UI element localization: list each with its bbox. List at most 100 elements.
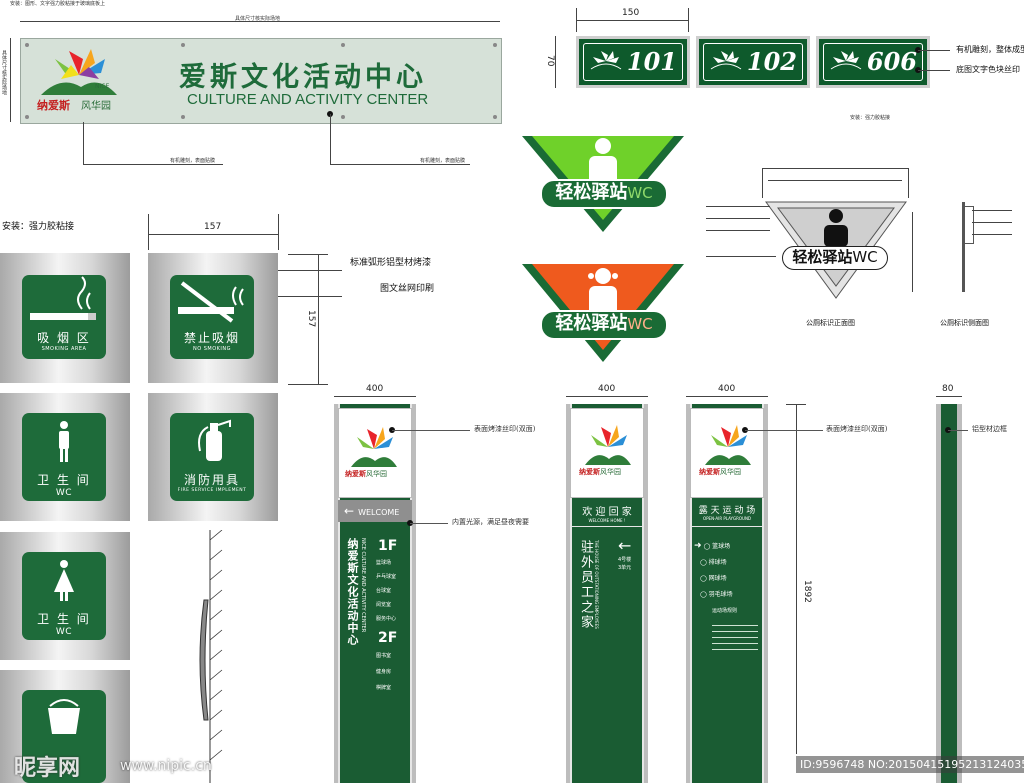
- callout-line: [972, 234, 1012, 235]
- sign-en: SMOKING AREA: [41, 346, 87, 352]
- banner-title-en: CULTURE AND ACTIVITY CENTER: [187, 91, 429, 108]
- wall-mount-profile: [199, 530, 223, 783]
- pole2-header-en: WELCOME HOME !: [588, 518, 626, 523]
- list-item: 乒乓球室: [376, 574, 397, 580]
- plate-logo-icon: [830, 51, 862, 70]
- door-plate-102: 102: [696, 36, 810, 88]
- banner-logo-sub: 风华园: [81, 101, 111, 112]
- callout-line: [706, 230, 770, 231]
- pole3-rules-lines: [712, 620, 758, 655]
- callout-line: [83, 122, 84, 164]
- screw-dot: [493, 43, 497, 47]
- pole2-title-en: THE HOUSE OF OUTSTATIONING EMPLOYEES: [594, 540, 599, 629]
- dim-tick: [786, 404, 806, 405]
- list-item: 阅览室: [376, 602, 392, 608]
- watermark-url: www.nipic.cn: [120, 758, 212, 774]
- door-number: 102: [746, 47, 797, 76]
- list-item: 篮球场: [376, 560, 392, 566]
- square-height-dim: 157: [306, 310, 316, 328]
- banner-title-cn: 爱斯文化活动中心: [179, 62, 427, 93]
- sign-en: NO SMOKING: [192, 346, 232, 352]
- door-number: 101: [626, 47, 677, 76]
- welcome-bar: ←WELCOME: [338, 500, 412, 522]
- banner-height-note: 具体尺寸核实际场地: [1, 50, 7, 95]
- callout-line: [745, 430, 823, 431]
- wc-label-wc: WC: [627, 315, 653, 333]
- wc-label-male: 轻松驿站WC: [540, 179, 668, 209]
- banner-width-dim-line: [20, 21, 500, 22]
- pole-1: 纳爱斯风华园 ←WELCOME 纳爱斯文化活动中心 NICE CULTURE A…: [334, 404, 416, 783]
- door-plate-606: 606: [816, 36, 930, 88]
- dim-tick: [908, 168, 909, 198]
- sign-smoking-area: 吸 烟 区 SMOKING AREA: [22, 275, 106, 359]
- pole-logo-sub: 风华园: [366, 470, 387, 478]
- callout-line: [250, 296, 342, 297]
- banner-callout-right: 有机雕刻，表面贴膜: [420, 158, 466, 164]
- plate-height-dim-line: [555, 36, 556, 88]
- sign-bucket: [22, 690, 106, 783]
- callout-line: [972, 222, 1012, 223]
- pole2-width-dim: 400: [598, 384, 616, 394]
- wc-label-female: 轻松驿站WC: [540, 310, 668, 340]
- callout-line: [706, 218, 770, 219]
- sign-en: WC: [55, 488, 73, 498]
- pole-logo-text: 纳爱斯风华园: [699, 467, 741, 477]
- nice-flower-logo-icon: [351, 427, 397, 467]
- sign-cn: 卫 生 间: [37, 612, 91, 626]
- pole1-floor1: 1F: [378, 538, 398, 554]
- square-height-dim-line: [318, 254, 319, 384]
- pole-width-dim-line: [936, 396, 962, 397]
- pole-2: 纳爱斯风华园 欢 迎 回 家 WELCOME HOME ! 驻外员工之家 THE…: [566, 404, 648, 783]
- pole-callout-light: 内置光源，满足昼夜需要: [452, 518, 529, 526]
- pole-callout-paint-2: 表面烤漆丝印(双面): [826, 425, 888, 433]
- dim-tick: [688, 8, 689, 32]
- sign-fire-service: 消防用具 FIRE SERVICE IMPLEMENT: [170, 413, 254, 501]
- sign-wc-female: 卫 生 间 WC: [22, 552, 106, 640]
- list-item: 棋牌室: [376, 685, 392, 691]
- callout-line: [392, 430, 470, 431]
- dim-tick: [762, 168, 763, 198]
- square-callout-material: 标准弧形铝型材烤漆: [350, 258, 432, 268]
- list-item: ◯ 网球场: [694, 575, 727, 582]
- pole1-list2: 图书室 健身房 棋牌室: [376, 648, 391, 696]
- bucket-icon: [48, 699, 80, 734]
- arrow-left-icon: ←: [344, 504, 355, 518]
- wc-front-label-cn: 轻松驿站: [792, 248, 853, 266]
- no-smoking-icon: [178, 281, 244, 323]
- pole-height-dim-line: [796, 404, 797, 754]
- pole-width-dim-line: [686, 396, 768, 397]
- pole1-title: 纳爱斯文化活动中心: [346, 538, 359, 646]
- welcome-label: WELCOME: [358, 508, 400, 517]
- callout-line: [83, 164, 223, 165]
- dim-line: [912, 212, 913, 292]
- plate-install-note: 安装：强力胶粘接: [850, 115, 891, 121]
- wc-front-label-wc: WC: [852, 248, 878, 266]
- pole-logo-cn: 纳爱斯: [345, 470, 366, 478]
- banner-logo-en: NICE: [95, 83, 110, 90]
- plate-height-dim: 70: [545, 55, 555, 67]
- sign-no-smoking: 禁止吸烟 NO SMOKING: [170, 275, 254, 359]
- callout-line: [330, 164, 470, 165]
- wc-label-cn: 轻松驿站: [555, 182, 628, 203]
- side-width-dim: 80: [942, 384, 954, 394]
- pole-logo-text: 纳爱斯风华园: [579, 467, 621, 477]
- square-callout-print: 图文丝网印刷: [380, 284, 435, 294]
- dim-tick: [278, 214, 279, 250]
- plate-width-dim: 150: [622, 8, 640, 18]
- banner-logo-cn: 纳爱斯: [37, 99, 70, 112]
- callout-line: [948, 430, 968, 431]
- list-item: 图书室: [376, 653, 392, 659]
- dim-tick: [288, 254, 328, 255]
- screw-dot: [181, 43, 185, 47]
- callout-line: [972, 210, 1012, 211]
- dim-tick: [148, 214, 149, 250]
- banner-callout-left: 有机雕刻，表面贴膜: [170, 158, 216, 164]
- screw-dot: [25, 115, 29, 119]
- pole-3: 纳爱斯风华园 露 天 运 动 场 OPEN-AIR PLAYGROUND: [686, 404, 768, 783]
- cigarette-icon: [30, 276, 96, 320]
- pole1-width-dim: 400: [366, 384, 384, 394]
- banner-install-note: 安装：图形、文字强力胶粘接于玻璃底板上: [10, 1, 106, 7]
- banner-panel: 纳爱斯 风华园 NICE 爱斯文化活动中心 CULTURE AND ACTIVI…: [20, 38, 502, 124]
- list-item: 台球室: [376, 588, 392, 594]
- dim-tick: [576, 8, 577, 32]
